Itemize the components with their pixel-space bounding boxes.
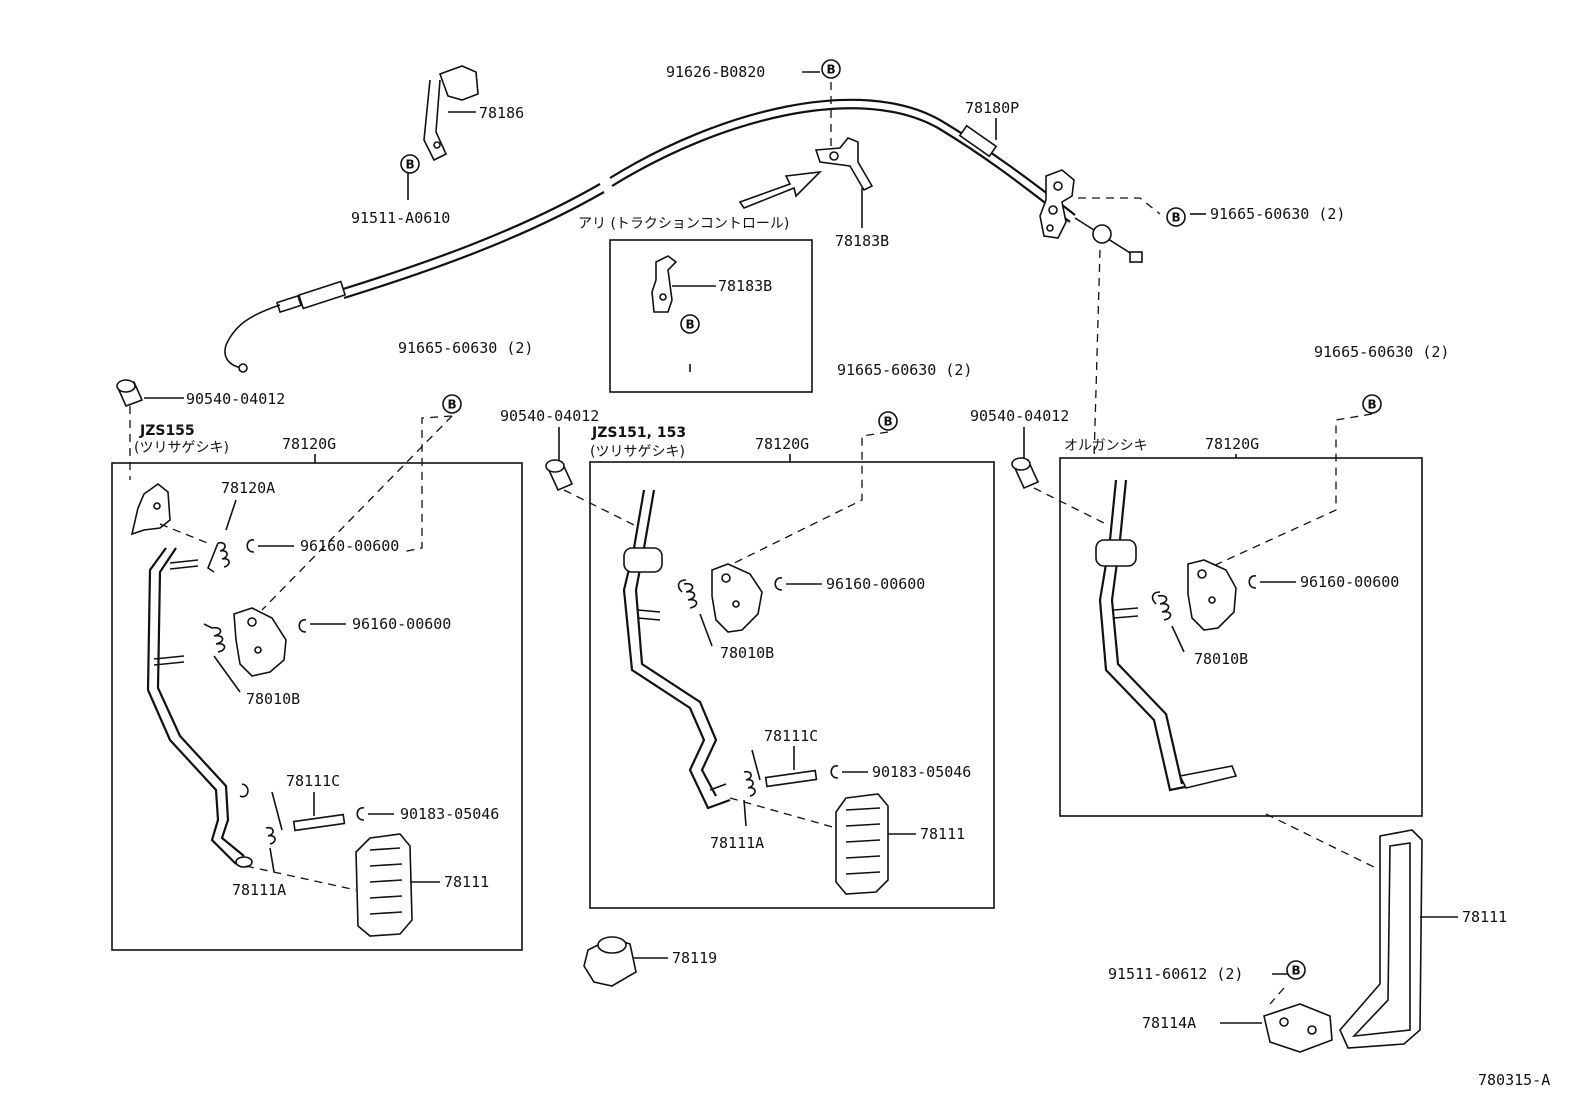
bracket-78186: [423, 65, 479, 162]
bushing-90540-left: [116, 379, 144, 408]
part-label: 78111: [920, 825, 965, 843]
part-label: 96160-00600: [352, 615, 451, 633]
bolt-marker-icon: B: [878, 411, 898, 431]
part-label: 90183-05046: [400, 805, 499, 823]
bolt-marker-letter: B: [448, 398, 457, 412]
bushing-90540-mid: [545, 459, 574, 492]
stopper-78119: [583, 936, 637, 987]
part-label: 78186: [479, 104, 524, 122]
part-label: 78183B: [718, 277, 772, 295]
part-label: 90540-04012: [500, 407, 599, 425]
part-label: 90540-04012: [970, 407, 1069, 425]
bolt-marker-icon: B: [442, 394, 462, 414]
part-label: 96160-00600: [300, 537, 399, 555]
cam-78010b-left: [233, 607, 287, 677]
part-label: 96160-00600: [826, 575, 925, 593]
part-label: 91626-B0820: [666, 63, 765, 81]
bracket-78183b-detail: [651, 255, 678, 313]
part-label: 78111A: [710, 834, 764, 852]
pedal-assembly-box-jzs155: [111, 462, 523, 951]
part-label: 78120G: [755, 435, 809, 453]
part-label: 78111C: [286, 772, 340, 790]
bolt-marker-icon: B: [821, 59, 841, 79]
part-label: 78010B: [1194, 650, 1248, 668]
part-label: 90183-05046: [872, 763, 971, 781]
type-label: オルガンシキ: [1064, 438, 1148, 454]
pedal-arm-organ: [1095, 479, 1238, 792]
pedal-assembly-box-organ: [1059, 457, 1423, 817]
arrow-icon: [738, 170, 823, 209]
part-label: 78010B: [720, 644, 774, 662]
cam-78010b-mid: [711, 563, 763, 633]
part-label: 78114A: [1142, 1014, 1196, 1032]
part-label: 91665-60630 (2): [837, 361, 972, 379]
model-sublabel: (ツリサゲシキ): [134, 440, 229, 456]
pedal-pad-jzs155: [355, 833, 413, 937]
spring-icon: [207, 541, 230, 573]
part-label: 78183B: [835, 232, 889, 250]
pedal-arm-jzs151: [622, 489, 731, 810]
model-label: JZS151, 153: [591, 425, 686, 441]
part-label: 78180P: [965, 99, 1019, 117]
bolt-marker-letter: B: [1292, 964, 1301, 978]
pedal-arm-jzs155: [146, 547, 253, 868]
bolt-marker-icon: B: [1286, 960, 1306, 980]
traction-caption: アリ (トラクションコントロール): [578, 216, 789, 232]
part-label: 78120G: [1205, 435, 1259, 453]
part-label: 96160-00600: [1300, 573, 1399, 591]
part-label: 91511-A0610: [351, 209, 450, 227]
pedal-assembly-box-jzs151: [589, 461, 995, 909]
pedal-pad-organ: [1339, 829, 1423, 1049]
bolt-marker-letter: B: [827, 63, 836, 77]
bolt-marker-icon: B: [1166, 207, 1186, 227]
clip-96160-l1: [246, 539, 255, 553]
part-label: 78111: [444, 873, 489, 891]
accelerator-cable: [224, 98, 1143, 373]
bolt-marker-letter: B: [1172, 211, 1181, 225]
bushing-90540-right: [1011, 457, 1040, 490]
part-label: 78111A: [232, 881, 286, 899]
bolt-marker-letter: B: [1368, 398, 1377, 412]
cam-78010b-right: [1187, 559, 1237, 631]
part-label: 78111: [1462, 908, 1507, 926]
clip-78180p-end: [1039, 169, 1075, 239]
bolt-marker-icon: B: [400, 154, 420, 174]
part-label: 91665-60630 (2): [1314, 343, 1449, 361]
bolt-marker-letter: B: [406, 158, 415, 172]
part-label: 90540-04012: [186, 390, 285, 408]
bolt-marker-icon: B: [1362, 394, 1382, 414]
traction-detail-box: [609, 239, 813, 393]
model-label: JZS155: [139, 423, 195, 439]
bracket-78120a: [130, 482, 171, 536]
part-label: 91511-60612 (2): [1108, 965, 1243, 983]
part-label: 91665-60630 (2): [398, 339, 533, 357]
bolt-marker-letter: B: [884, 415, 893, 429]
bracket-78183b: [814, 137, 874, 192]
part-label: 78111C: [764, 727, 818, 745]
part-label: 91665-60630 (2): [1210, 205, 1345, 223]
pedal-pad-jzs151: [835, 793, 889, 895]
part-label: 78120A: [221, 479, 275, 497]
part-label: 78010B: [246, 690, 300, 708]
part-label: 78119: [672, 949, 717, 967]
hinge-78114a: [1263, 1003, 1333, 1053]
model-sublabel: (ツリサゲシキ): [590, 444, 685, 460]
figure-id: 780315-A: [1478, 1071, 1550, 1089]
bolt-marker-icon: B: [680, 314, 700, 334]
bolt-marker-letter: B: [686, 318, 695, 332]
part-label: 78120G: [282, 435, 336, 453]
